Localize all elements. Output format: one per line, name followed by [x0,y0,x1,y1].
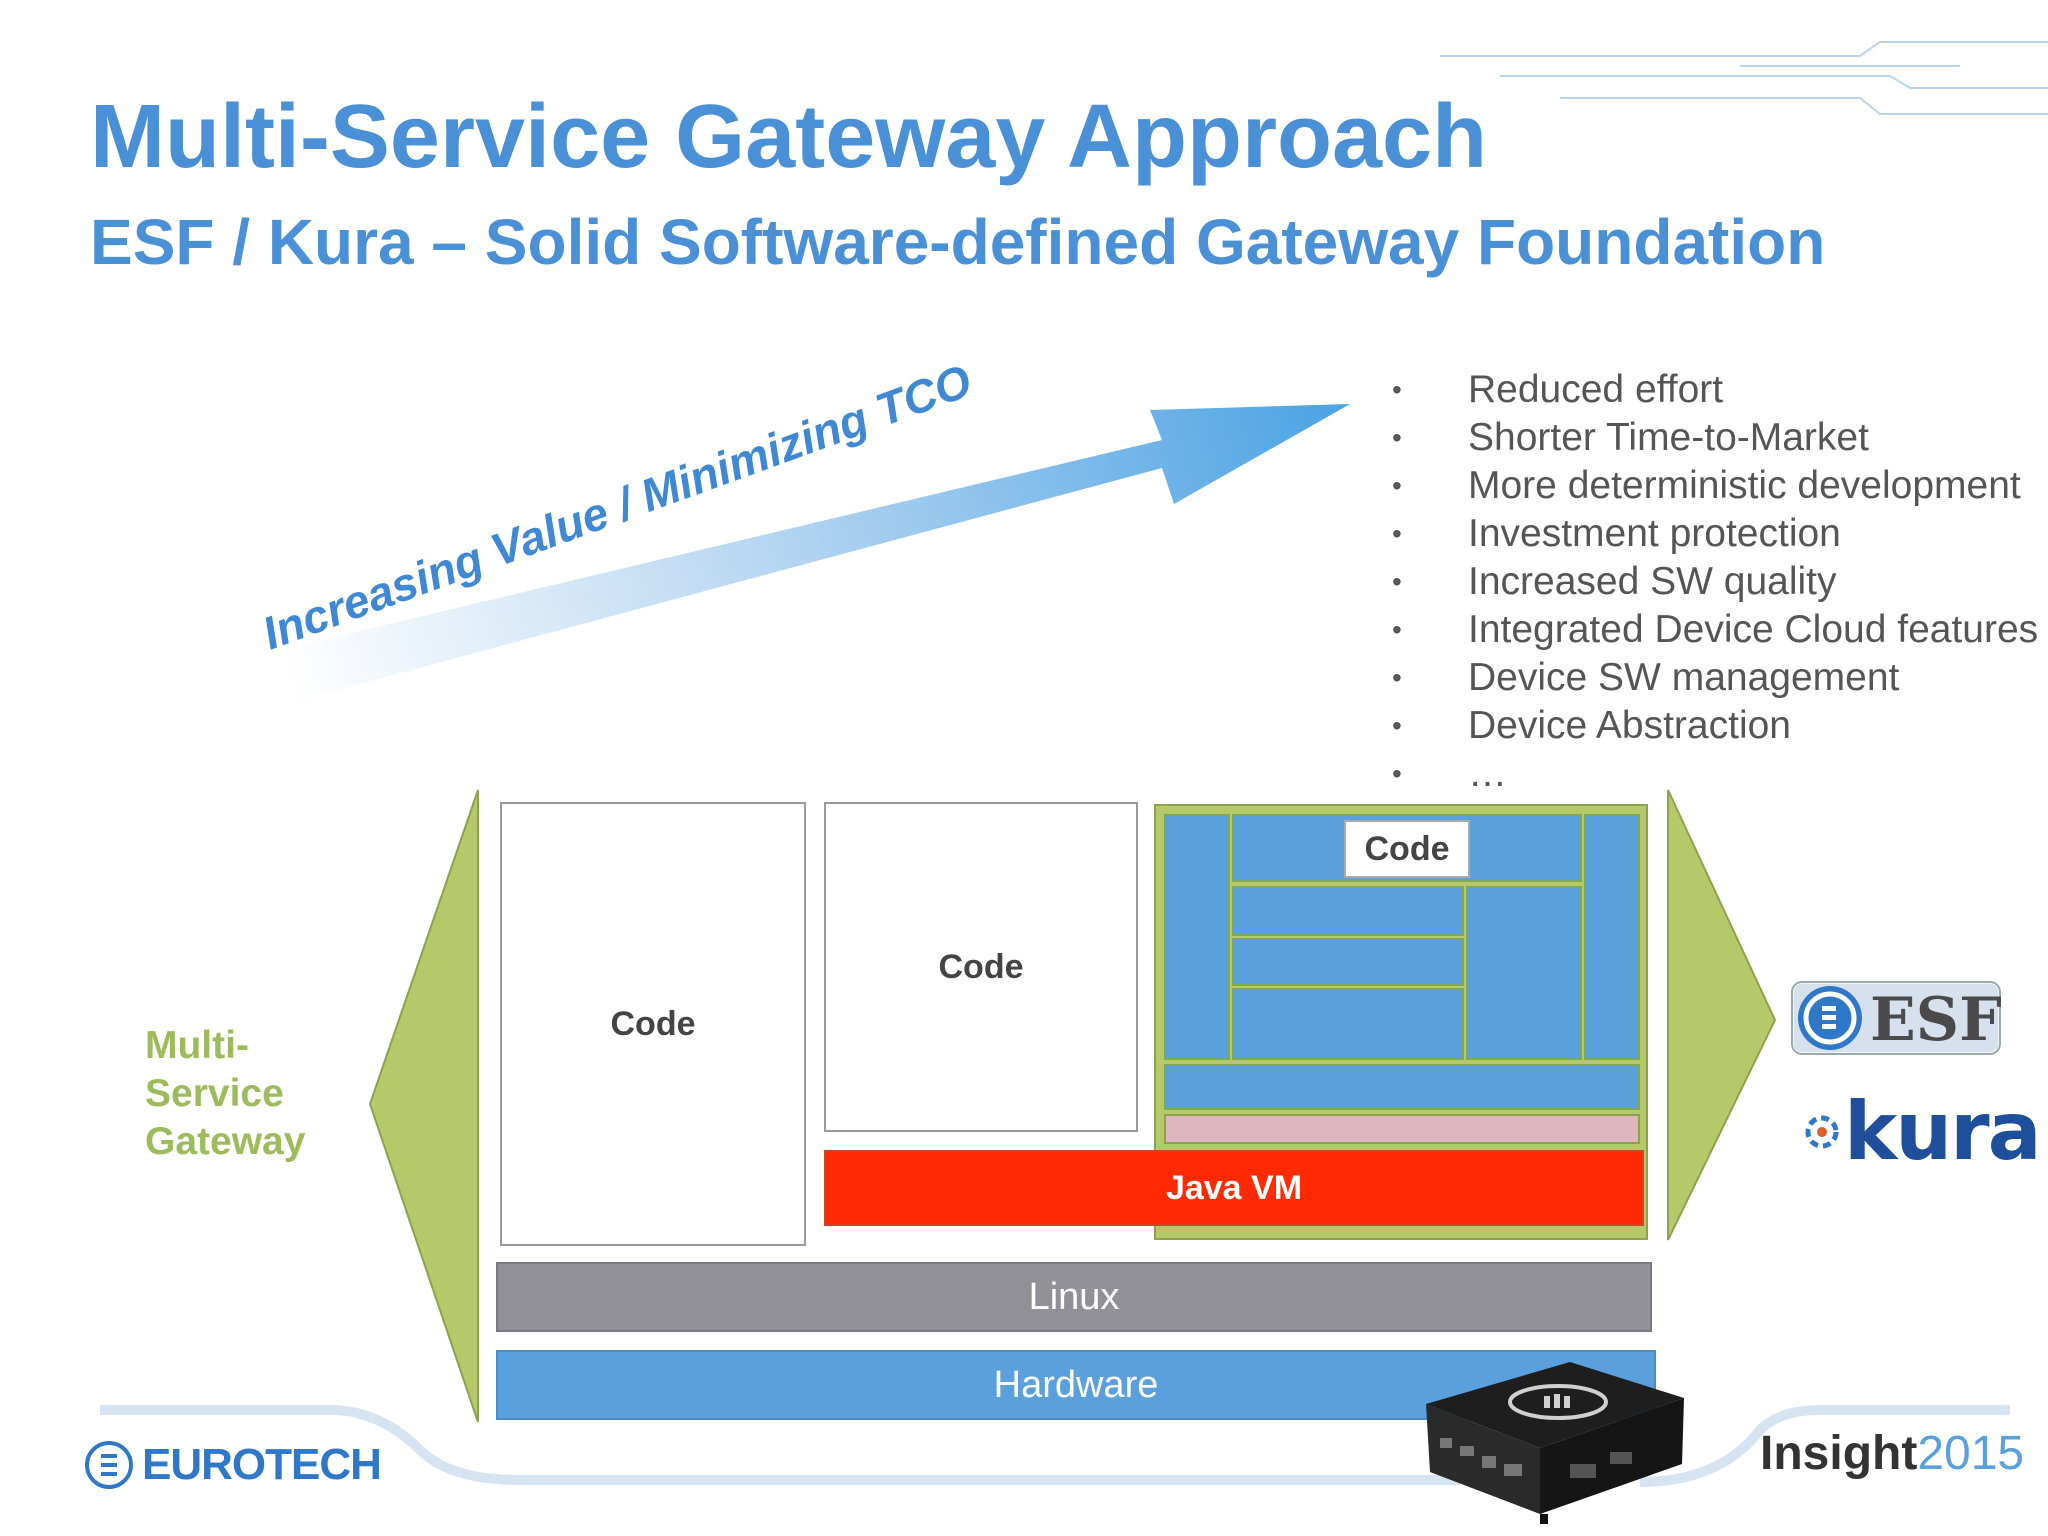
bullet-dot: • [1392,422,1402,453]
bullet-dot: • [1392,710,1402,741]
module-row-1 [1232,886,1464,936]
kura-logo: kura [1800,1085,2042,1178]
linux-bar: Linux [496,1262,1652,1332]
list-item: •Device Abstraction [1380,702,2048,750]
code-block-2: Code [824,802,1138,1132]
bullet-dot: • [1392,518,1402,549]
eurotech-logo: EUROTECH [84,1440,382,1490]
footer-swoosh [100,1405,2010,1487]
eurotech-icon [85,1441,133,1489]
code-block-1: Code [500,802,806,1246]
module-row-3 [1232,988,1464,1060]
circuit-decoration [1440,41,2048,115]
list-item: •… [1380,750,2048,798]
benefits-list: •Reduced effort •Shorter Time-to-Market … [1380,366,2048,798]
list-item: •Increased SW quality [1380,558,2048,606]
gateway-device-image [1426,1362,1684,1524]
page-title: Multi-Service Gateway Approach [90,87,1488,187]
code-block-3: Code [1344,820,1470,878]
list-item: •Investment protection [1380,510,2048,558]
insight-logo: Insight2015 [1760,1427,2025,1480]
bullet-dot: • [1392,662,1402,693]
kura-text: kura [1844,1085,2042,1178]
bullet-dot: • [1392,374,1402,405]
module-left-column [1164,814,1230,1060]
module-row-2 [1232,938,1464,986]
java-vm-bar: Java VM [824,1150,1644,1226]
module-pink [1164,1114,1640,1144]
multi-service-gateway-label: Multi- Service Gateway [145,1024,306,1163]
list-item: •Integrated Device Cloud features [1380,606,2048,654]
page-subtitle: ESF / Kura – Solid Software-defined Gate… [90,206,1826,278]
list-item: •Shorter Time-to-Market [1380,414,2048,462]
esf-logo: ESF [1791,981,2002,1055]
bullet-dot: • [1392,566,1402,597]
list-item: •Device SW management [1380,654,2048,702]
bullet-dot: • [1392,758,1402,789]
list-item: •Reduced effort [1380,366,2048,414]
bullet-dot: • [1392,614,1402,645]
kura-icon [1805,1115,1839,1149]
bullet-dot: • [1392,470,1402,501]
right-bracket [1667,789,1777,1241]
module-wide [1164,1064,1640,1110]
left-bracket [368,789,479,1423]
module-right-column [1584,814,1640,1060]
module-mid-right [1466,886,1582,1060]
list-item: •More deterministic development [1380,462,2048,510]
esf-text: ESF [1870,985,2002,1055]
